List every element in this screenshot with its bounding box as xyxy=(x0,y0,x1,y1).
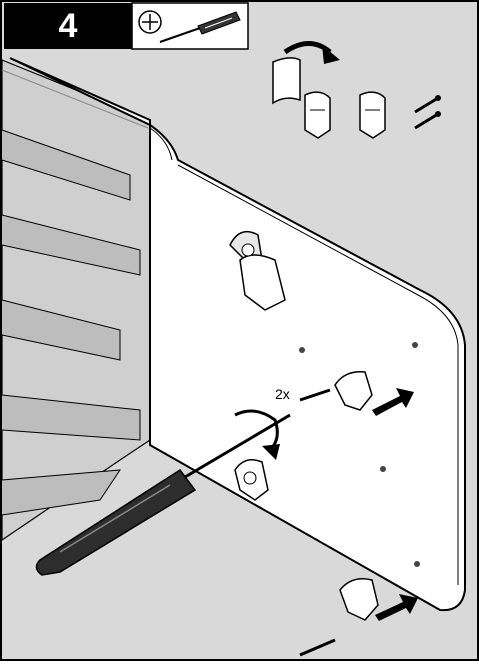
step-number: 4 xyxy=(4,3,132,49)
clip-part xyxy=(360,92,385,138)
quantity-label: 2x xyxy=(275,386,290,402)
clip-part xyxy=(305,92,330,138)
phillips-head-icon xyxy=(139,11,161,33)
tool-box xyxy=(132,3,248,49)
